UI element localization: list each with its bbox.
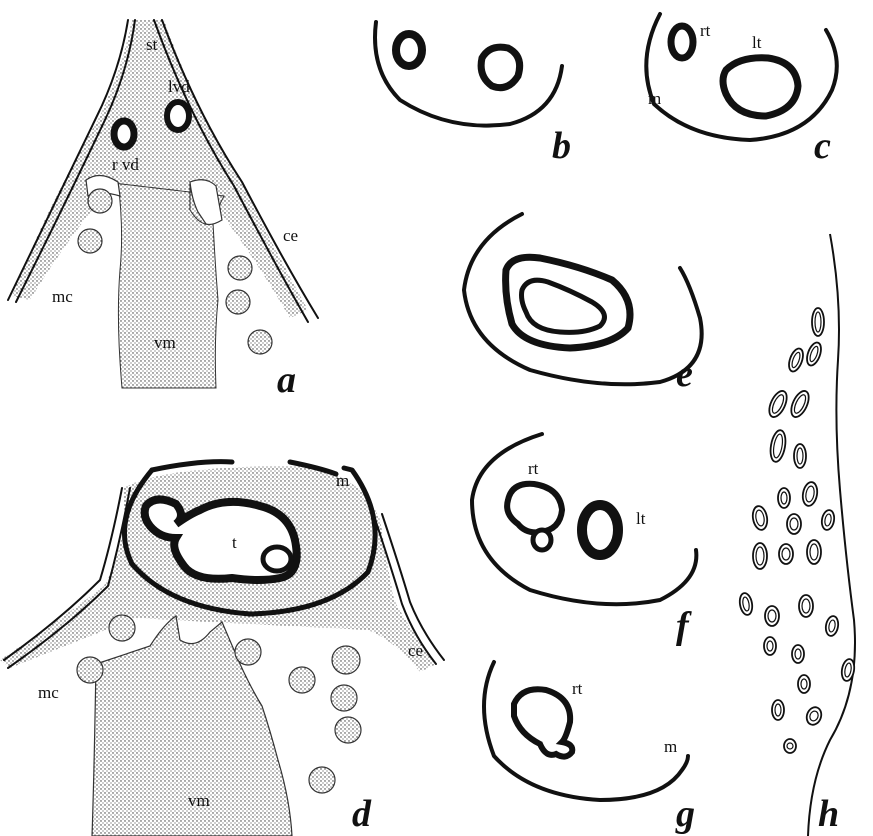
panel-a-right-vas-deferens <box>114 121 134 147</box>
panel-d-circle <box>331 685 357 711</box>
panel-a-circle <box>88 189 112 213</box>
panel-a-letter: a <box>277 359 296 401</box>
panel-a-label-mc: mc <box>52 287 73 306</box>
panel-h-oval <box>751 505 769 531</box>
panel-h-oval <box>788 388 813 419</box>
panel-h-oval <box>824 615 839 637</box>
panel-c-label-rt: rt <box>700 21 711 40</box>
panel-c-right-testis <box>671 26 693 58</box>
panel-h-letter: h <box>818 793 839 835</box>
panel-h-oval <box>792 645 804 663</box>
panel-d-circle <box>77 657 103 683</box>
panel-a-circle <box>248 330 272 354</box>
panel-a-left-vas-deferens <box>167 102 189 130</box>
panel-h-oval <box>784 739 796 753</box>
panel-f-right-testis-lobe <box>533 530 551 550</box>
panel-c-label-lt: lt <box>752 33 762 52</box>
panel-e-letter: e <box>676 353 693 395</box>
panel-h-oval <box>778 488 790 508</box>
panel-h-oval <box>772 700 784 720</box>
panel-d-testis-lobe <box>263 547 291 571</box>
panel-b-right-duct <box>481 47 520 88</box>
panel-g-letter: g <box>675 793 695 835</box>
panel-h-oval <box>787 514 801 534</box>
panel-a-label-lvd: lvd <box>168 77 190 96</box>
panel-c: rt lt m c <box>646 14 837 167</box>
panel-d-label-t: t <box>232 533 237 552</box>
panel-h-oval <box>765 606 779 626</box>
panel-b-left-duct <box>396 34 422 66</box>
panel-d-letter: d <box>352 793 372 835</box>
panel-a-label-rvd: r vd <box>112 155 139 174</box>
panel-d-circle <box>309 767 335 793</box>
panel-d-label-vm: vm <box>188 791 210 810</box>
panel-d-circle <box>289 667 315 693</box>
panel-d-circle <box>235 639 261 665</box>
panel-b-letter: b <box>552 125 571 167</box>
panel-h-oval <box>804 705 823 727</box>
panel-a-circle <box>78 229 102 253</box>
panel-d-circle <box>109 615 135 641</box>
panel-d-circle <box>332 646 360 674</box>
panel-f-left-testis <box>582 505 618 555</box>
panel-e: e <box>464 214 702 395</box>
panel-g-outline <box>484 662 688 800</box>
panel-h-oval <box>779 544 793 564</box>
panel-h-oval <box>840 658 856 682</box>
panel-h-oval <box>820 509 835 531</box>
panel-g: rt m g <box>484 662 695 835</box>
panel-a-label-vm: vm <box>154 333 176 352</box>
panel-h-oval <box>766 388 791 419</box>
panel-a: st lvd r vd ce mc vm a <box>8 20 318 401</box>
panel-f-letter: f <box>676 605 692 647</box>
panel-h: h <box>738 234 856 836</box>
panel-f-label-rt: rt <box>528 459 539 478</box>
panel-h-oval <box>738 592 754 616</box>
panel-a-circle <box>228 256 252 280</box>
panel-c-letter: c <box>814 125 831 167</box>
panel-a-label-ce: ce <box>283 226 298 245</box>
panel-f-right-testis <box>507 484 562 533</box>
panel-c-left-testis <box>723 58 798 116</box>
panel-h-oval <box>801 481 819 507</box>
panel-b: b <box>375 22 571 167</box>
panel-g-right-testis <box>514 689 572 756</box>
panel-f-label-lt: lt <box>636 509 646 528</box>
panel-g-label-rt: rt <box>572 679 583 698</box>
panel-f: rt lt f <box>472 434 696 647</box>
panel-g-label-m: m <box>664 737 677 756</box>
panel-h-oval <box>798 675 810 693</box>
panel-d-label-mc: mc <box>38 683 59 702</box>
panel-h-oval <box>786 347 805 374</box>
panel-d-label-m: m <box>336 471 349 490</box>
panel-c-label-m: m <box>648 89 661 108</box>
panel-d-label-ce: ce <box>408 641 423 660</box>
panel-h-oval <box>804 341 823 368</box>
panel-d: m t ce mc vm d <box>0 462 444 836</box>
panel-h-oval <box>799 595 813 617</box>
panel-a-label-st: st <box>146 35 158 54</box>
panel-h-oval <box>764 637 776 655</box>
panel-h-oval <box>768 429 787 463</box>
panel-d-circle <box>335 717 361 743</box>
panel-a-circle <box>226 290 250 314</box>
